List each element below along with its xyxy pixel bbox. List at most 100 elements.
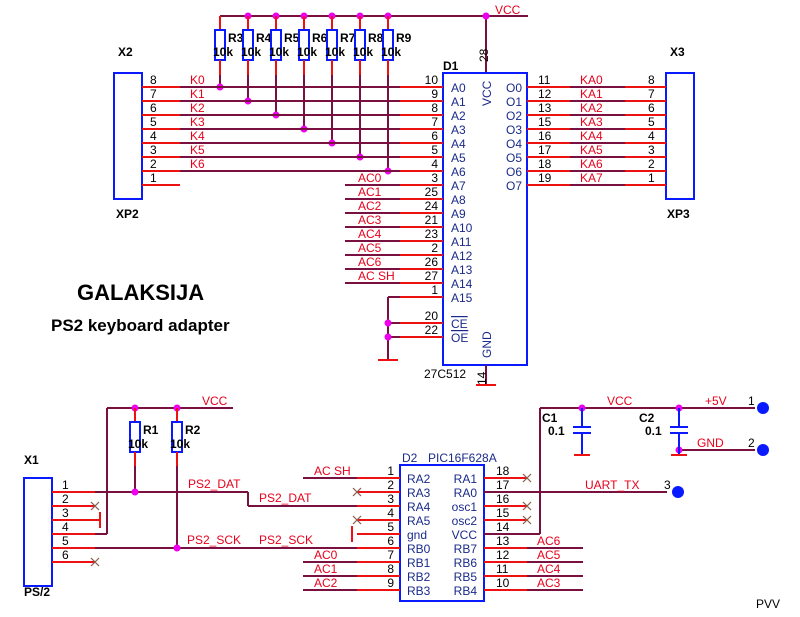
- author: PVV: [756, 597, 780, 611]
- d2-pin-name-gnd: gnd: [407, 528, 427, 542]
- x3-pin-num: 7: [648, 87, 655, 101]
- resistor-r1-value: 10k: [128, 437, 148, 451]
- net-ps2-sck-1: PS2_SCK: [187, 533, 241, 547]
- d1-pin-num: 26: [425, 255, 439, 269]
- d1-pin-name-a5: A5: [451, 151, 466, 165]
- d1-pin-name-a9: A9: [451, 207, 466, 221]
- net-label-ac5: AC5: [537, 548, 561, 562]
- resistor-r6-ref: R6: [312, 31, 328, 45]
- port-1[interactable]: 1: [748, 394, 769, 414]
- net-label-ac6: AC6: [358, 255, 382, 269]
- x2-part: XP2: [116, 207, 139, 221]
- x1-pin-num: 3: [62, 506, 69, 520]
- d1-pin-num: 1: [431, 283, 438, 297]
- d1-pin-name-o0: O0: [506, 81, 522, 95]
- net-ps2-dat-1: PS2_DAT: [188, 477, 241, 491]
- net-label-ac2: AC2: [358, 199, 382, 213]
- ps2-nets: PS2_DAT PS2_DAT PS2_SCK PS2_SCK: [95, 477, 400, 552]
- net-label-ka6: KA6: [580, 157, 603, 171]
- resistor-r1-ref: R1: [143, 423, 159, 437]
- d1-pin-num: 20: [425, 309, 439, 323]
- d2-pin-num: 1: [387, 464, 394, 478]
- uart-tx-label: UART_TX: [585, 478, 639, 492]
- net-label-ac1: AC1: [314, 562, 338, 576]
- net-label-ka7: KA7: [580, 171, 603, 185]
- d2-pin-name-osc2: osc2: [452, 514, 478, 528]
- d1-pin-num: 12: [538, 87, 552, 101]
- x3-pin-num: 2: [648, 157, 655, 171]
- x1-pin-num: 1: [62, 478, 69, 492]
- port-3-num: 3: [664, 478, 671, 492]
- connector-x2[interactable]: X2 XP2: [113, 45, 143, 221]
- resistor-r5-ref: R5: [284, 31, 300, 45]
- no-connect-icon: [352, 515, 362, 525]
- x2-pin-num: 4: [150, 129, 157, 143]
- no-connect-icon: [522, 515, 532, 525]
- power-section: VCC +5V GND UART_TX: [484, 394, 755, 535]
- d1-pin-num: 7: [431, 115, 438, 129]
- d2-pin-num: 12: [496, 548, 510, 562]
- port-3[interactable]: 3: [664, 478, 684, 498]
- x2-pin-num: 2: [150, 157, 157, 171]
- resistor-r8-ref: R8: [368, 31, 384, 45]
- x3-pin-num: 4: [648, 129, 655, 143]
- d1-pin-name-o5: O5: [506, 151, 522, 165]
- d2-pin-num: 16: [496, 492, 510, 506]
- x3-pin-num: 5: [648, 115, 655, 129]
- net-ps2-sck-2: PS2_SCK: [259, 533, 313, 547]
- x2-ref: X2: [118, 45, 133, 59]
- vcc-label-top: VCC: [495, 3, 521, 17]
- d2-pin-num: 5: [387, 520, 394, 534]
- resistor-r5-value: 10k: [269, 45, 289, 59]
- d2-pin-num: 18: [496, 464, 510, 478]
- junction: [482, 12, 490, 20]
- chip-d1[interactable]: D1 27C512 28 VCC GND 14: [424, 48, 528, 386]
- chip-d2[interactable]: D2 PIC16F628A: [399, 451, 497, 602]
- d1-pin-num: 13: [538, 101, 552, 115]
- no-connect-icon: [90, 557, 100, 567]
- d1-pin-name-o7: O7: [506, 179, 522, 193]
- capacitor-c2-ref: C2: [639, 411, 655, 425]
- subtitle: PS2 keyboard adapter: [51, 316, 230, 335]
- d2-pin-name-rb6: RB6: [454, 556, 478, 570]
- d1-pin-num: 16: [538, 129, 552, 143]
- resistor-r4-ref: R4: [256, 31, 272, 45]
- resistor-r3-value: 10k: [213, 45, 233, 59]
- no-connect-icon: [90, 501, 100, 511]
- port-2[interactable]: 2: [748, 436, 769, 456]
- d1-pin-name-a3: A3: [451, 123, 466, 137]
- d1-pin-num: 10: [425, 73, 439, 87]
- d2-pin-name-ra3: RA3: [407, 486, 431, 500]
- d1-pin-num: 15: [538, 115, 552, 129]
- d1-pin-num: 4: [431, 157, 438, 171]
- net-label-ac3: AC3: [537, 576, 561, 590]
- net-label-ac_sh: AC SH: [358, 269, 395, 283]
- vcc-label-power: VCC: [607, 394, 633, 408]
- d1-pin-num: 22: [425, 323, 439, 337]
- top-vcc-bus: VCC: [219, 3, 528, 72]
- x1-part: PS/2: [24, 585, 50, 599]
- plus5v-label: +5V: [705, 394, 727, 408]
- net-label-ka0: KA0: [580, 73, 603, 87]
- x2-pin-num: 8: [150, 73, 157, 87]
- d2-pin-num: 9: [387, 576, 394, 590]
- x3-part: XP3: [667, 207, 690, 221]
- net-label-k5: K5: [190, 143, 205, 157]
- net-ps2-dat-2: PS2_DAT: [259, 491, 312, 505]
- x2-pin-num: 1: [150, 171, 157, 185]
- d1-ground-tie: [378, 296, 400, 361]
- resistor-r7-value: 10k: [325, 45, 345, 59]
- connector-x1[interactable]: X1 PS/2: [23, 453, 53, 599]
- connector-x3[interactable]: X3 XP3: [665, 45, 695, 221]
- d2-pin-name-rb0: RB0: [407, 542, 431, 556]
- x3-pin-num: 1: [648, 171, 655, 185]
- vcc-label-bottom: VCC: [202, 394, 228, 408]
- d1-pin-name-a11: A11: [451, 235, 472, 249]
- capacitor-c1-ref: C1: [542, 411, 558, 425]
- d1-pin-name-ce: CE: [451, 317, 468, 331]
- d2-pin-name-rb7: RB7: [454, 542, 478, 556]
